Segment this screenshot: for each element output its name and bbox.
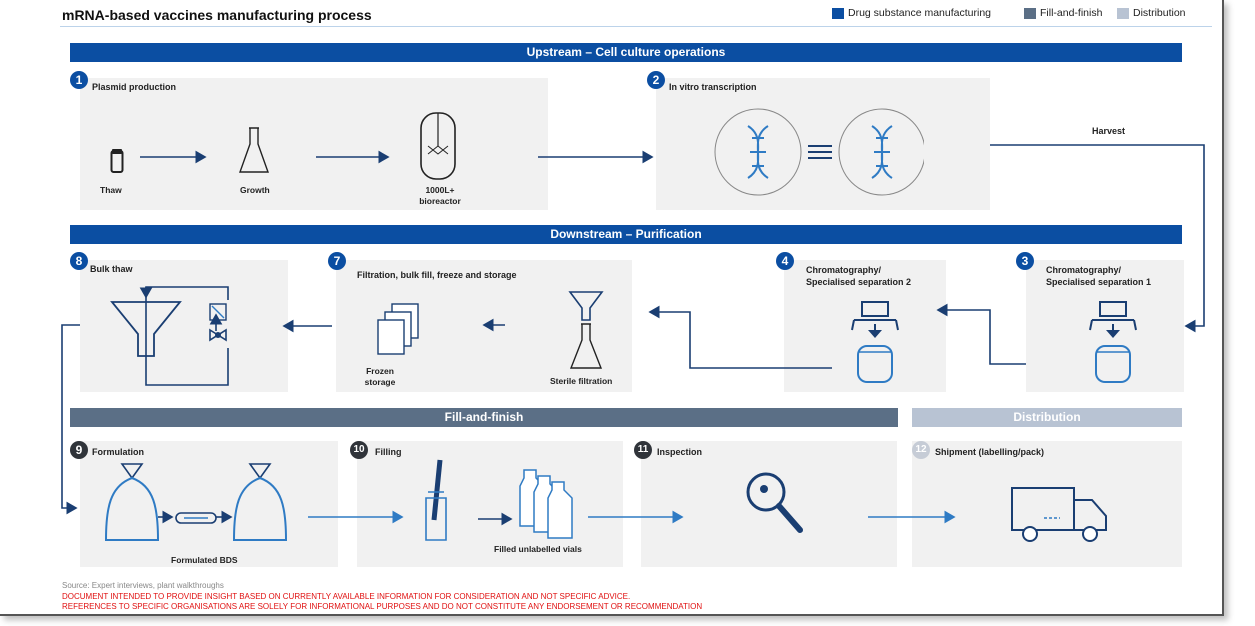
formulated-bds-bag-icon <box>232 463 288 541</box>
step-2-box <box>656 78 990 210</box>
step-2-badge: 2 <box>647 71 665 89</box>
step-10-title: Filling <box>375 447 402 457</box>
formulation-tube-icon <box>175 512 217 524</box>
flow-connectors <box>61 144 1205 526</box>
step-1-title: Plasmid production <box>92 82 177 92</box>
bioreactor-label: 1000L+ bioreactor <box>419 185 461 206</box>
step-9-box <box>80 441 338 567</box>
step-3-box <box>1026 260 1184 392</box>
step-9-badge: 9 <box>70 441 88 459</box>
filled-vials-label: Filled unlabelled vials <box>494 544 582 554</box>
legend-item-distribution: Distribution <box>1117 7 1186 19</box>
flask-growth-icon <box>239 127 269 173</box>
arrow-step3-step4 <box>936 303 1026 365</box>
sterile-filtration-icon <box>568 291 604 369</box>
step-9-title: Formulation <box>92 447 144 457</box>
arrow-step8-step9 <box>61 324 80 515</box>
magnifier-inspection-icon <box>746 472 803 533</box>
step-1-box <box>80 78 548 210</box>
harvest-label: Harvest <box>1092 126 1126 136</box>
step-3-badge: 3 <box>1016 252 1034 270</box>
frozen-storage-icon <box>377 303 419 355</box>
step-4-box <box>784 260 946 392</box>
bioreactor-icon <box>420 112 456 180</box>
step-8-box <box>80 260 288 392</box>
step-12-title: Shipment (labelling/pack) <box>935 447 1045 457</box>
step-2-title: In vitro transcription <box>669 82 757 92</box>
bulk-thaw-loop <box>145 286 229 386</box>
step-12-badge: 12 <box>912 441 930 459</box>
legend-label: Drug substance manufacturing <box>848 7 991 19</box>
source-note: Source: Expert interviews, plant walkthr… <box>62 581 224 590</box>
step-7-title: Filtration, bulk fill, freeze and storag… <box>357 270 517 280</box>
arrow-step4-step7 <box>648 305 832 369</box>
step-7-badge: 7 <box>328 252 346 270</box>
diagram-title: mRNA-based vaccines manufacturing proces… <box>62 7 372 23</box>
filled-vials-icon <box>519 469 573 539</box>
arrow-harvest <box>990 144 1205 333</box>
chromatography-1-icon <box>1089 301 1137 383</box>
slide: mRNA-based vaccines manufacturing proces… <box>0 0 1224 616</box>
legend-label: Distribution <box>1133 7 1186 19</box>
frozen-storage-label: Frozen storage <box>364 366 396 387</box>
step-3-title: Chromatography/ Specialised separation 1 <box>1046 265 1152 287</box>
thaw-label: Thaw <box>100 185 122 195</box>
section-downstream: Downstream – Purification <box>70 225 1182 244</box>
title-divider <box>60 26 1212 27</box>
growth-label: Growth <box>240 185 270 195</box>
legend-swatch <box>1024 7 1036 19</box>
formulation-bag-icon <box>104 463 160 541</box>
legend-item-drug-substance: Drug substance manufacturing <box>832 7 991 19</box>
bulk-thaw-funnel-icon <box>110 301 182 357</box>
legend-item-fill-finish: Fill-and-finish <box>1024 7 1102 19</box>
disclaimer-line-1: DOCUMENT INTENDED TO PROVIDE INSIGHT BAS… <box>62 592 631 601</box>
chromatography-2-icon <box>851 301 899 383</box>
dna-transcription-icon <box>714 108 924 196</box>
legend-swatch <box>1117 7 1129 19</box>
section-fill-finish: Fill-and-finish <box>70 408 898 427</box>
step-10-badge: 10 <box>350 441 368 459</box>
step-11-badge: 11 <box>634 441 652 459</box>
vial-thaw-icon <box>110 149 124 173</box>
disclaimer-line-2: REFERENCES TO SPECIFIC ORGANISATIONS ARE… <box>62 602 703 611</box>
step-11-box <box>641 441 897 567</box>
truck-shipment-icon <box>1011 487 1107 542</box>
bulk-thaw-valve-icon <box>209 303 227 342</box>
formulated-bds-label: Formulated BDS <box>171 555 238 565</box>
section-upstream: Upstream – Cell culture operations <box>70 43 1182 62</box>
step-8-title: Bulk thaw <box>90 264 133 274</box>
step-11-title: Inspection <box>657 447 703 457</box>
section-distribution: Distribution <box>912 408 1182 427</box>
step-8-badge: 8 <box>70 252 88 270</box>
step-10-box <box>357 441 623 567</box>
step-4-title: Chromatography/ Specialised separation 2 <box>806 265 912 287</box>
legend-label: Fill-and-finish <box>1040 7 1103 19</box>
step-12-box <box>912 441 1182 567</box>
sterile-filtration-label: Sterile filtration <box>550 376 613 386</box>
step-4-badge: 4 <box>776 252 794 270</box>
filling-needle-icon <box>425 459 447 541</box>
step-1-badge: 1 <box>70 71 88 89</box>
legend-swatch <box>832 7 844 19</box>
